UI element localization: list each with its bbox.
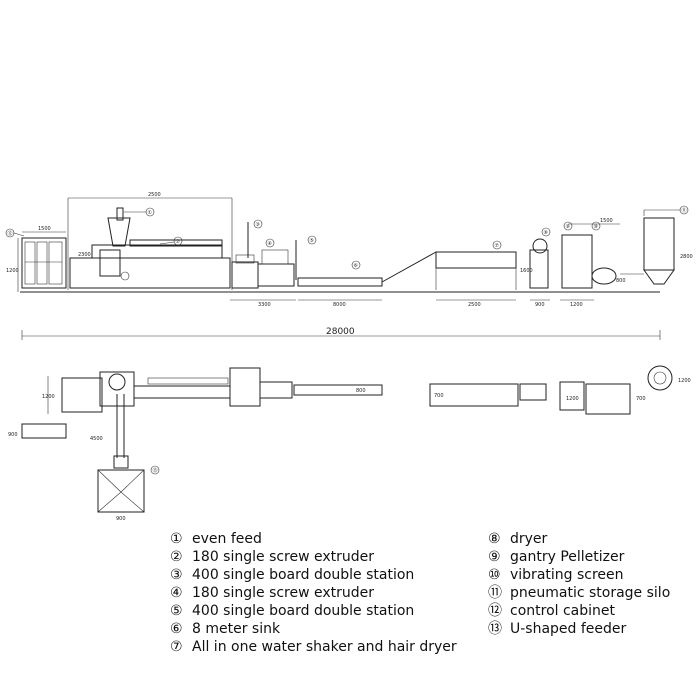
pelletizer-plan	[519, 383, 547, 401]
pelletizer-elevation: ⑧ 1600 900	[520, 227, 551, 308]
control-cabinet-elevation: ⑫ 1500 1200	[5, 226, 67, 292]
legend-item-12: ⑫ control cabinet	[488, 602, 670, 620]
legend-num-8: ⑧	[488, 531, 501, 547]
silo-11-elevation: ⑪ 2800	[620, 205, 693, 285]
dim-total-length: 28000	[326, 327, 355, 337]
legend-num-3: ③	[170, 567, 183, 583]
callout-7: ⑦	[495, 243, 500, 249]
callout-12: ⑫	[8, 230, 13, 237]
dim-plan-screen: 1200	[566, 396, 579, 402]
legend-text-8: dryer	[510, 531, 548, 547]
sink-plan	[293, 384, 383, 396]
elevation-view: ⑫ 1500 1200 2500 ① ② 2300	[5, 192, 693, 340]
dim-plan-cabinet: 1200	[42, 394, 55, 400]
callout-13: ⑬	[153, 467, 158, 474]
legend-text-12: control cabinet	[510, 603, 616, 619]
callout-2: ②	[176, 239, 181, 245]
legend-item-4: ④ 180 single screw extruder	[170, 584, 457, 602]
dim-pelletizer-height: 1600	[520, 268, 533, 274]
legend-num-2: ②	[170, 549, 183, 565]
board-station-3-elevation: ③	[231, 219, 263, 289]
layout-drawing: ⑫ 1500 1200 2500 ① ② 2300	[5, 192, 693, 520]
legend-item-3: ③ 400 single board double station	[170, 566, 457, 584]
dim-plan-silo-base: 700	[636, 396, 646, 402]
dim-station-width: 3300	[258, 302, 271, 308]
legend-text-1: even feed	[192, 531, 262, 547]
legend-text-9: gantry Pelletizer	[510, 549, 625, 565]
dim-plan-side: 900	[8, 432, 18, 438]
legend-num-10: ⑩	[488, 567, 501, 583]
dim-screen-height: 800	[616, 278, 626, 284]
legend-item-9: ⑨ gantry Pelletizer	[488, 548, 670, 566]
legend-num-13: ⑬	[488, 621, 502, 637]
legend-item-11: ⑪ pneumatic storage silo	[488, 584, 670, 602]
callout-3: ③	[256, 222, 260, 228]
side-unit-plan	[21, 423, 67, 439]
legend-item-8: ⑧ dryer	[488, 530, 670, 548]
callout-4: ④	[268, 241, 273, 247]
callout-1: ①	[148, 210, 153, 216]
legend-text-10: vibrating screen	[510, 567, 624, 583]
callout-5: ⑤	[310, 238, 314, 244]
dim-plan-sink: 800	[356, 388, 366, 394]
legend-item-1: ① even feed	[170, 530, 457, 548]
legend-item-5: ⑤ 400 single board double station	[170, 602, 457, 620]
vibrating-screen-elevation: ⑨ ⑩ 1500 800 1200	[560, 218, 626, 308]
dim-shaker-width: 2500	[468, 302, 481, 308]
dim-screen-top: 1500	[600, 218, 613, 224]
legend-item-2: ② 180 single screw extruder	[170, 548, 457, 566]
legend-num-5: ⑤	[170, 603, 183, 619]
legend-text-5: 400 single board double station	[192, 603, 415, 619]
callout-6: ⑥	[354, 263, 359, 269]
dim-cabinet-width: 1500	[38, 226, 51, 232]
dim-pelletizer-width: 900	[535, 302, 545, 308]
legend-num-1: ①	[170, 531, 183, 547]
extruder-4-elevation: ④ ⑤ 3300	[230, 235, 317, 308]
dim-cabinet-height: 1200	[6, 268, 19, 274]
dim-plan-feeder-width: 900	[116, 516, 126, 520]
dim-plan-silo: 1200	[678, 378, 691, 384]
control-cabinet-plan	[61, 377, 103, 413]
legend-text-4: 180 single screw extruder	[192, 585, 375, 601]
legend-text-6: 8 meter sink	[192, 621, 281, 637]
plan-view: 1200 800 700 1200 700 1200 900 4500	[8, 365, 691, 520]
extruder-2-elevation: 2500 ① ② 2300	[67, 192, 233, 290]
legend-text-3: 400 single board double station	[192, 567, 415, 583]
dim-plan-shaker: 700	[434, 393, 444, 399]
legend-text-11: pneumatic storage silo	[510, 585, 671, 601]
dim-extruder-height: 2300	[78, 252, 91, 258]
dim-screen-width: 1200	[570, 302, 583, 308]
legend-num-7: ⑦	[170, 639, 183, 655]
legend-item-6: ⑥ 8 meter sink	[170, 620, 457, 638]
legend-num-9: ⑨	[488, 549, 501, 565]
legend-right: ⑧ dryer ⑨ gantry Pelletizer ⑩ vibrating scr…	[488, 530, 670, 638]
legend-text-7: All in one water shaker and hair dryer	[192, 639, 457, 655]
legend-text-2: 180 single screw extruder	[192, 549, 375, 565]
dim-silo-height: 2800	[680, 254, 693, 260]
legend-num-6: ⑥	[170, 621, 183, 637]
legend-num-11: ⑪	[488, 585, 502, 601]
legend-item-7: ⑦ All in one water shaker and hair dryer	[170, 638, 457, 656]
callout-8: ⑧	[544, 230, 549, 236]
dim-sink-width: 8000	[333, 302, 346, 308]
legend-item-10: ⑩ vibrating screen	[488, 566, 670, 584]
shaker-7-elevation: ⑦ 2500	[435, 240, 517, 308]
silo-plan	[647, 365, 673, 391]
dim-plan-feeder-run: 4500	[90, 436, 103, 442]
shaker-plan	[429, 383, 519, 407]
dim-extruder-width: 2500	[148, 192, 161, 198]
sink-6-elevation: ⑥ 8000	[297, 251, 437, 308]
callout-11: ⑪	[682, 207, 687, 214]
legend-num-4: ④	[170, 585, 183, 601]
callout-9: ⑨	[566, 224, 570, 230]
screen-plan	[559, 381, 585, 411]
legend-text-13: U-shaped feeder	[510, 621, 627, 637]
callout-10: ⑩	[594, 224, 599, 230]
legend-item-13: ⑬ U-shaped feeder	[488, 620, 670, 638]
legend-num-12: ⑫	[488, 603, 502, 619]
